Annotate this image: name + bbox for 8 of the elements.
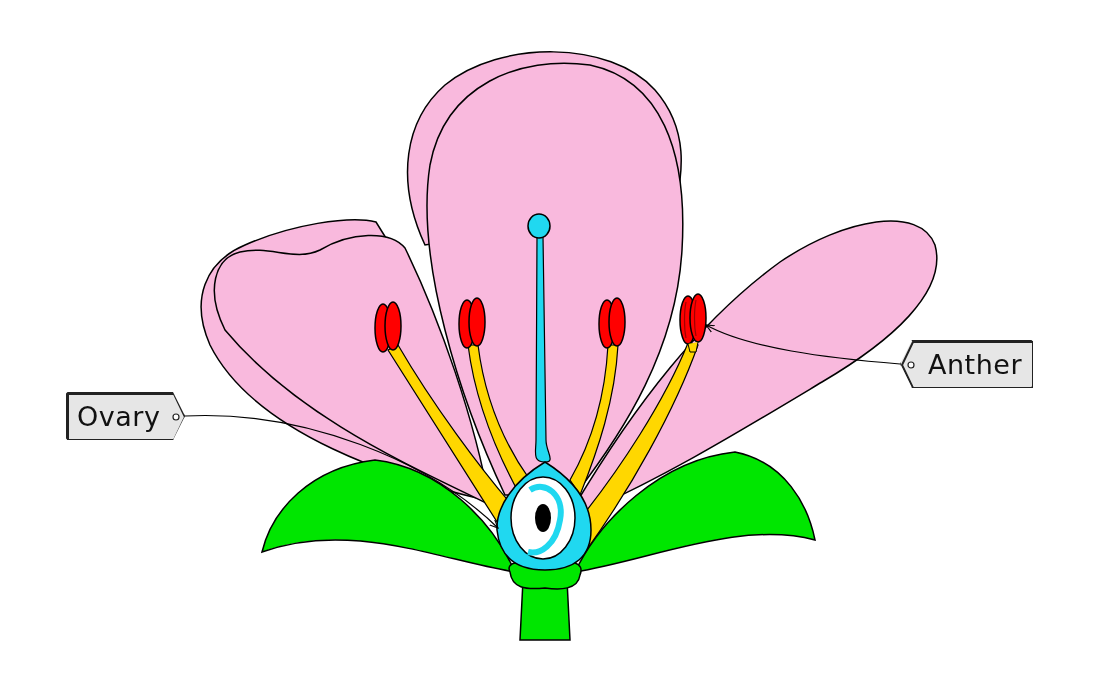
tag-label: Anther (928, 348, 1022, 380)
tag-label: Ovary (77, 400, 161, 432)
leader-line (184, 415, 499, 529)
anther-drawing (679, 293, 707, 353)
leader-line (705, 324, 901, 365)
label-tag (66, 392, 185, 440)
ovary-drawing (496, 461, 592, 571)
label-tag (900, 340, 1033, 388)
